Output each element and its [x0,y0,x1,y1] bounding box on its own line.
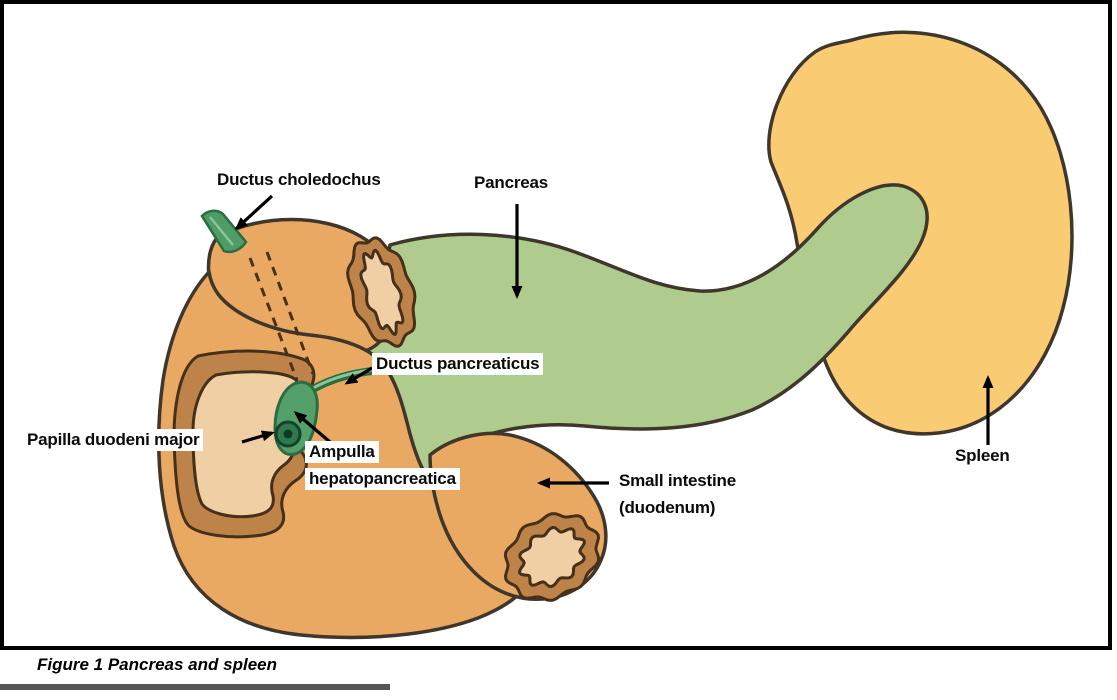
duodenum-upper-cross-section-lumen [359,248,405,336]
spleen-label: Spleen [951,445,1014,467]
papilla-arrow [241,430,275,444]
cropped-text-artifact [0,684,390,690]
bile-duct-dashed-line-left [248,257,299,381]
ductus-choledochus-highlight [209,216,234,246]
duodenum-lower-cross-section-lumen [518,526,586,588]
ductus-choledochus-arrow [234,194,274,231]
ductus-choledochus-label: Ductus choledochus [213,169,385,191]
figure-caption: Figure 1 Pancreas and spleen [37,655,277,674]
papilla-center-dot [283,429,293,439]
ampulla-hepatopancreatica-label: Ampulla hepatopancreatica [305,441,460,490]
ductus-pancreaticus-arrow [344,366,373,385]
small-intestine-label: Small intestine (duodenum) [615,470,740,519]
papilla-duodeni-major-label: Papilla duodeni major [23,429,204,451]
ductus-pancreaticus-label: Ductus pancreaticus [372,353,544,375]
pancreas-label: Pancreas [470,172,553,194]
bile-duct-dashed-line-right [265,251,315,375]
